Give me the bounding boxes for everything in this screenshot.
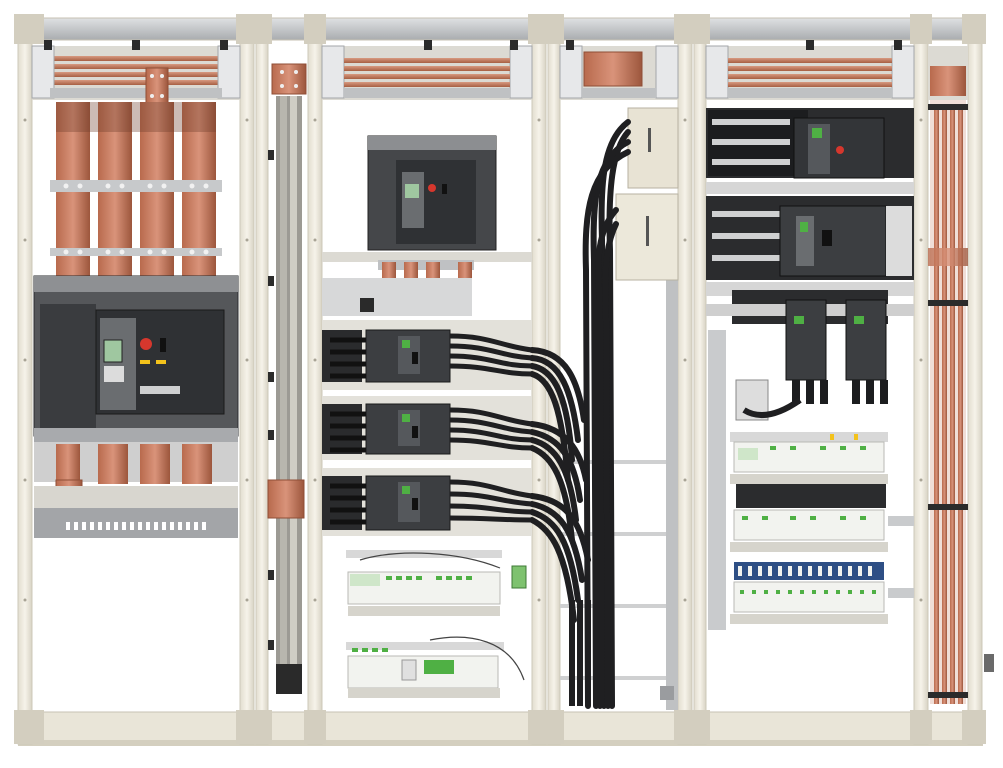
din-rail-module-icon [346, 550, 527, 616]
din-rail-module-icon [730, 509, 888, 552]
busbar-icon [267, 63, 307, 694]
din-rail-module-icon [730, 562, 888, 624]
busbar-icon [928, 100, 994, 704]
moulded-case-breaker-icon [793, 117, 885, 179]
cable-bundle-icon [529, 107, 679, 710]
incomer-panel [33, 102, 239, 538]
din-rail-module-icon [346, 636, 525, 698]
din-rail-module-icon [730, 432, 888, 484]
top-busbar-system [31, 40, 968, 109]
moulded-case-breaker-icon [322, 320, 533, 390]
air-circuit-breaker-icon [33, 275, 239, 442]
outgoing-panel [322, 135, 533, 698]
vertical-busbars [50, 102, 222, 278]
moulded-case-breaker-icon [322, 468, 533, 536]
distribution-panel [706, 108, 914, 630]
air-circuit-breaker-icon [367, 135, 497, 251]
moulded-case-breaker-icon [779, 205, 912, 277]
moulded-case-breaker-icon [322, 396, 533, 460]
